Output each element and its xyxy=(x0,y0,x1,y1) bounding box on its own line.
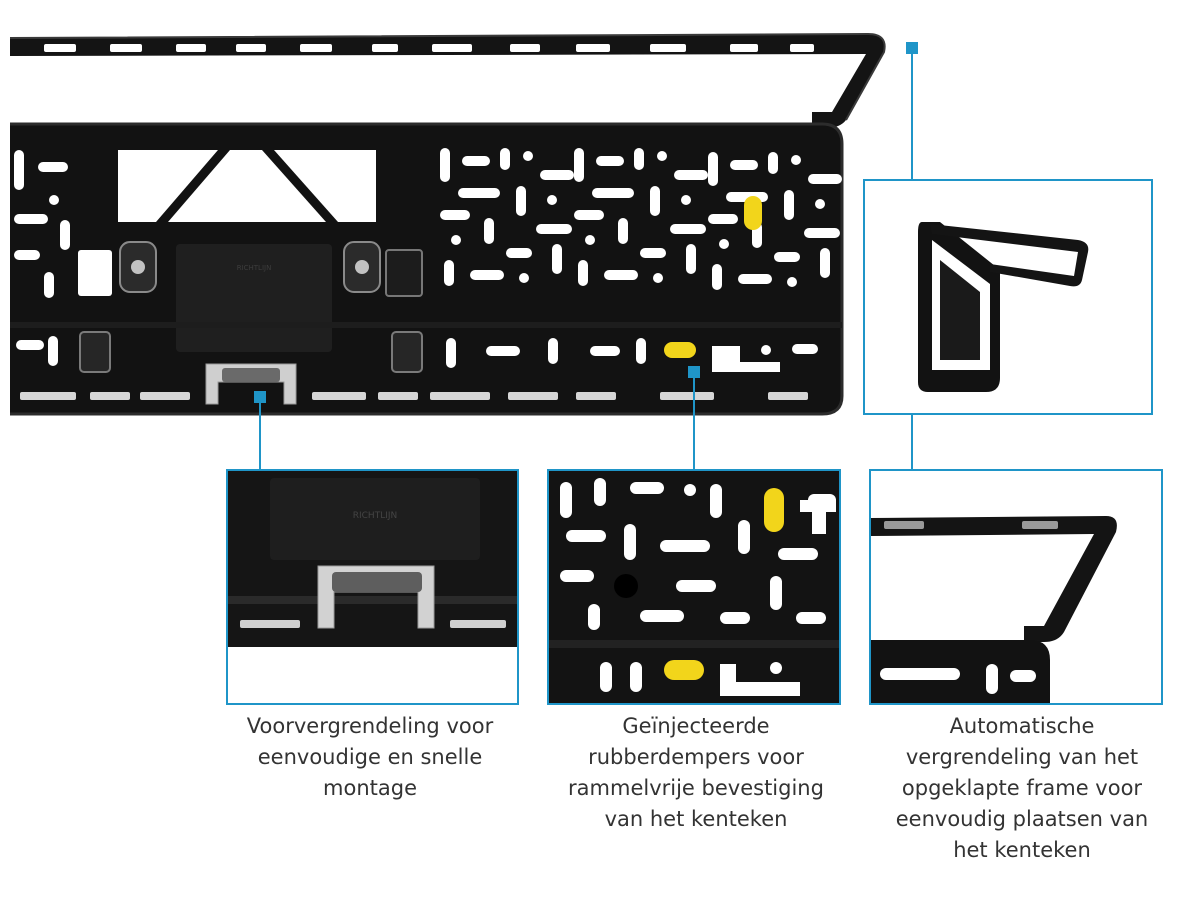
caption-line: opgeklapte frame voor xyxy=(901,776,1143,800)
rubber-damper-lower xyxy=(664,342,696,358)
caption-pre-lock: Voorvergrendeling voor eenvoudige en sne… xyxy=(230,711,510,804)
pre-lock-clip xyxy=(205,363,297,405)
rubber-damper xyxy=(744,196,762,230)
svg-text:RICHTLIJN: RICHTLIJN xyxy=(237,264,272,272)
svg-text:RICHTLIJN: RICHTLIJN xyxy=(353,511,398,521)
caption-line: rammelvrije bevestiging xyxy=(568,776,824,800)
caption-line: Geïnjecteerde xyxy=(622,714,770,738)
caption-line: eenvoudige en snelle xyxy=(257,745,483,769)
plate-holder-body: RICHTLIJN xyxy=(10,122,844,416)
callout-markers xyxy=(254,42,918,403)
upper-window xyxy=(118,150,376,222)
inset-rubber-dampers xyxy=(547,469,841,705)
caption-line: rubberdempers voor xyxy=(588,745,804,769)
caption-line: Voorvergrendeling voor xyxy=(246,714,494,738)
caption-line: Automatische xyxy=(949,714,1095,738)
caption-line: van het kenteken xyxy=(604,807,788,831)
caption-line: eenvoudig plaatsen van xyxy=(895,807,1149,831)
hinge-mounts xyxy=(78,241,423,297)
callout-lines xyxy=(259,48,913,470)
caption-line: vergrendeling van het xyxy=(905,745,1139,769)
caption-line: het kenteken xyxy=(953,838,1091,862)
inset-folded-product xyxy=(863,179,1153,415)
inset-auto-lock xyxy=(869,469,1163,705)
inset-pre-lock: RICHTLIJN xyxy=(226,469,519,705)
caption-line: montage xyxy=(323,776,417,800)
caption-rubber-dampers: Geïnjecteerde rubberdempers voor rammelv… xyxy=(548,711,844,835)
caption-auto-lock: Automatische vergrendeling van het opgek… xyxy=(872,711,1172,866)
folding-frame-top xyxy=(9,32,886,128)
